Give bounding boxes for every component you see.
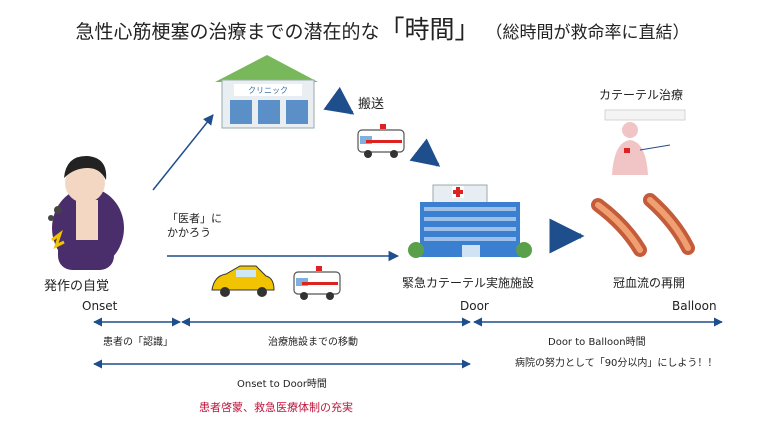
label-see-doctor-1: 「医者」に bbox=[167, 212, 222, 225]
segment-patient-recognition: 患者の「認識」 bbox=[103, 337, 173, 348]
car-illustration bbox=[211, 265, 275, 297]
ambulance-bottom-illustration bbox=[293, 266, 341, 300]
timeline-door: Door bbox=[460, 299, 489, 313]
page-title: 急性心筋梗塞の治療までの潜在的な「時間」 （総時間が救命率に直結） bbox=[0, 10, 765, 46]
timeline-balloon: Balloon bbox=[672, 299, 717, 313]
segment-move-to-facility: 治療施設までの移動 bbox=[268, 337, 358, 348]
title-subtitle: （総時間が救命率に直結） bbox=[485, 23, 690, 43]
arrow-clinic-to-ambulance bbox=[323, 86, 355, 115]
arrow-ambulance-to-hospital bbox=[409, 138, 441, 167]
label-see-doctor-2: かかろう bbox=[167, 226, 211, 239]
segment-onset-to-door: Onset to Door時間 bbox=[237, 379, 327, 390]
patient-illustration bbox=[48, 155, 124, 270]
title-emphasis: 「時間」 bbox=[379, 15, 480, 44]
label-transport: 搬送 bbox=[358, 97, 385, 112]
coronary-vessel-illustration bbox=[591, 193, 695, 257]
segment-hospital-effort: 病院の努力として「90分以内」にしよう！！ bbox=[515, 358, 718, 369]
label-reperfusion: 冠血流の再開 bbox=[613, 276, 686, 290]
clinic-sign: クリニック bbox=[248, 86, 288, 95]
segment-door-to-balloon: Door to Balloon時間 bbox=[548, 337, 646, 348]
timeline-onset: Onset bbox=[82, 299, 118, 313]
title-main: 急性心筋梗塞の治療までの潜在的な bbox=[75, 21, 380, 43]
catheter-illustration bbox=[604, 109, 686, 175]
clinic-illustration: クリニック bbox=[215, 55, 318, 129]
label-catheter-treatment: カテーテル治療 bbox=[599, 88, 684, 102]
label-hospital: 緊急カテーテル実施施設 bbox=[402, 276, 535, 290]
segment-public-system: 患者啓蒙、救急医療体制の充実 bbox=[199, 401, 353, 414]
arrow-to-clinic bbox=[152, 114, 214, 191]
hospital-illustration bbox=[408, 184, 532, 258]
label-onset-event: 発作の自覚 bbox=[44, 279, 110, 294]
ambulance-top-illustration bbox=[357, 124, 405, 158]
